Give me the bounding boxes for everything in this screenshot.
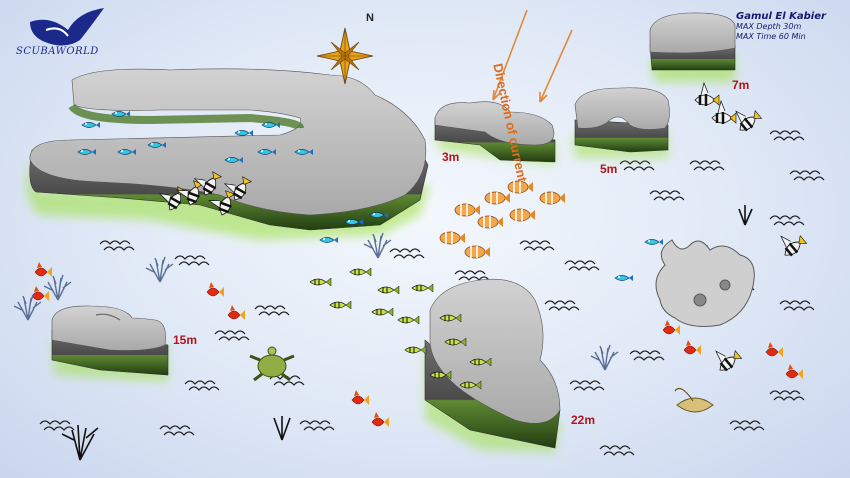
wave-mark-icon bbox=[544, 300, 580, 311]
bannerfish-icon bbox=[772, 225, 809, 261]
wave-mark-icon bbox=[569, 380, 605, 391]
wave-mark-icon bbox=[619, 160, 655, 171]
depth-label-15m: 15m bbox=[173, 333, 198, 347]
butterflyfish-icon bbox=[484, 191, 511, 205]
anthias-icon bbox=[683, 339, 702, 356]
anthias-icon bbox=[397, 315, 420, 325]
bannerfish-icon bbox=[707, 340, 744, 376]
reef-3m bbox=[434, 101, 556, 165]
wave-mark-icon bbox=[159, 425, 195, 436]
turtle-icon bbox=[249, 346, 295, 382]
wave-mark-icon bbox=[214, 330, 250, 341]
anthias-icon bbox=[351, 389, 370, 406]
angelfish-icon bbox=[81, 121, 101, 129]
butterflyfish-icon bbox=[464, 245, 491, 259]
anthias-icon bbox=[404, 345, 427, 355]
wave-mark-icon bbox=[599, 445, 635, 456]
anthias-icon bbox=[371, 307, 394, 317]
anthias-icon bbox=[377, 285, 400, 295]
wave-mark-icon bbox=[299, 420, 335, 431]
wave-mark-icon bbox=[729, 420, 765, 431]
wave-mark-icon bbox=[254, 305, 290, 316]
wave-mark-icon bbox=[174, 255, 210, 266]
butterflyfish-icon bbox=[477, 215, 504, 229]
anthias-icon bbox=[349, 267, 372, 277]
anthias-icon bbox=[329, 300, 352, 310]
angelfish-icon bbox=[319, 236, 339, 244]
wave-mark-icon bbox=[519, 240, 555, 251]
depth-label-22m: 22m bbox=[571, 413, 596, 427]
reef-5m bbox=[572, 87, 670, 158]
site-name: Gamul El Kabier bbox=[736, 11, 826, 22]
wave-mark-icon bbox=[389, 248, 425, 259]
stingray-icon bbox=[674, 388, 714, 413]
depth-label-7m: 7m bbox=[732, 78, 750, 92]
coral-icon bbox=[655, 239, 755, 327]
wave-mark-icon bbox=[39, 420, 75, 431]
butterflyfish-icon bbox=[539, 191, 566, 205]
logo-text: SCUBAWORLD bbox=[16, 46, 99, 57]
wave-mark-icon bbox=[184, 380, 220, 391]
anthias-icon bbox=[371, 411, 390, 428]
anthias-icon bbox=[785, 363, 804, 380]
angelfish-icon bbox=[234, 129, 254, 137]
wave-mark-icon bbox=[454, 270, 490, 281]
butterflyfish-icon bbox=[509, 208, 536, 222]
site-info-panel: Gamul El Kabier MAX Depth 30m MAX Time 6… bbox=[736, 12, 826, 42]
depth-label-3m: 3m bbox=[442, 150, 460, 164]
anthias-icon bbox=[31, 285, 50, 302]
wave-mark-icon bbox=[649, 190, 685, 201]
bannerfish-icon bbox=[693, 81, 721, 108]
anthias-icon bbox=[411, 283, 434, 293]
angelfish-icon bbox=[644, 238, 664, 246]
reef-22m bbox=[424, 278, 561, 452]
current-arrow-icon bbox=[492, 9, 573, 103]
reef-7m bbox=[649, 12, 736, 82]
compass-rose-icon bbox=[316, 27, 374, 85]
anthias-icon bbox=[34, 261, 53, 278]
wave-mark-icon bbox=[689, 160, 725, 171]
bannerfish-icon bbox=[710, 99, 738, 126]
sea-fan-icon bbox=[145, 256, 174, 283]
compass-north-label: N bbox=[366, 12, 374, 24]
wave-mark-icon bbox=[564, 260, 600, 271]
anthias-icon bbox=[309, 277, 332, 287]
wave-mark-icon bbox=[779, 300, 815, 311]
sea-fan-icon bbox=[363, 232, 392, 259]
max-time: MAX Time 60 Min bbox=[736, 32, 806, 41]
wave-mark-icon bbox=[769, 390, 805, 401]
wave-mark-icon bbox=[769, 215, 805, 226]
wave-mark-icon bbox=[789, 170, 825, 181]
butterflyfish-group bbox=[439, 180, 566, 259]
angelfish-icon bbox=[614, 274, 634, 282]
reef-large-plateau bbox=[26, 68, 431, 240]
sea-fan-icon bbox=[61, 205, 753, 461]
wave-mark-icon bbox=[769, 130, 805, 141]
butterflyfish-icon bbox=[454, 203, 481, 217]
max-depth: MAX Depth 30m bbox=[736, 22, 802, 31]
depth-label-5m: 5m bbox=[600, 162, 618, 176]
anthias-icon bbox=[765, 341, 784, 358]
reef-15m bbox=[51, 305, 169, 382]
wave-mark-icon bbox=[99, 240, 135, 251]
anthias-icon bbox=[206, 281, 225, 298]
butterflyfish-icon bbox=[439, 231, 466, 245]
sea-fan-icon bbox=[590, 344, 619, 371]
anthias-icon bbox=[227, 304, 246, 321]
logo-wave-icon bbox=[30, 8, 104, 46]
wave-mark-icon bbox=[629, 350, 665, 361]
anthias-icon bbox=[662, 319, 681, 336]
